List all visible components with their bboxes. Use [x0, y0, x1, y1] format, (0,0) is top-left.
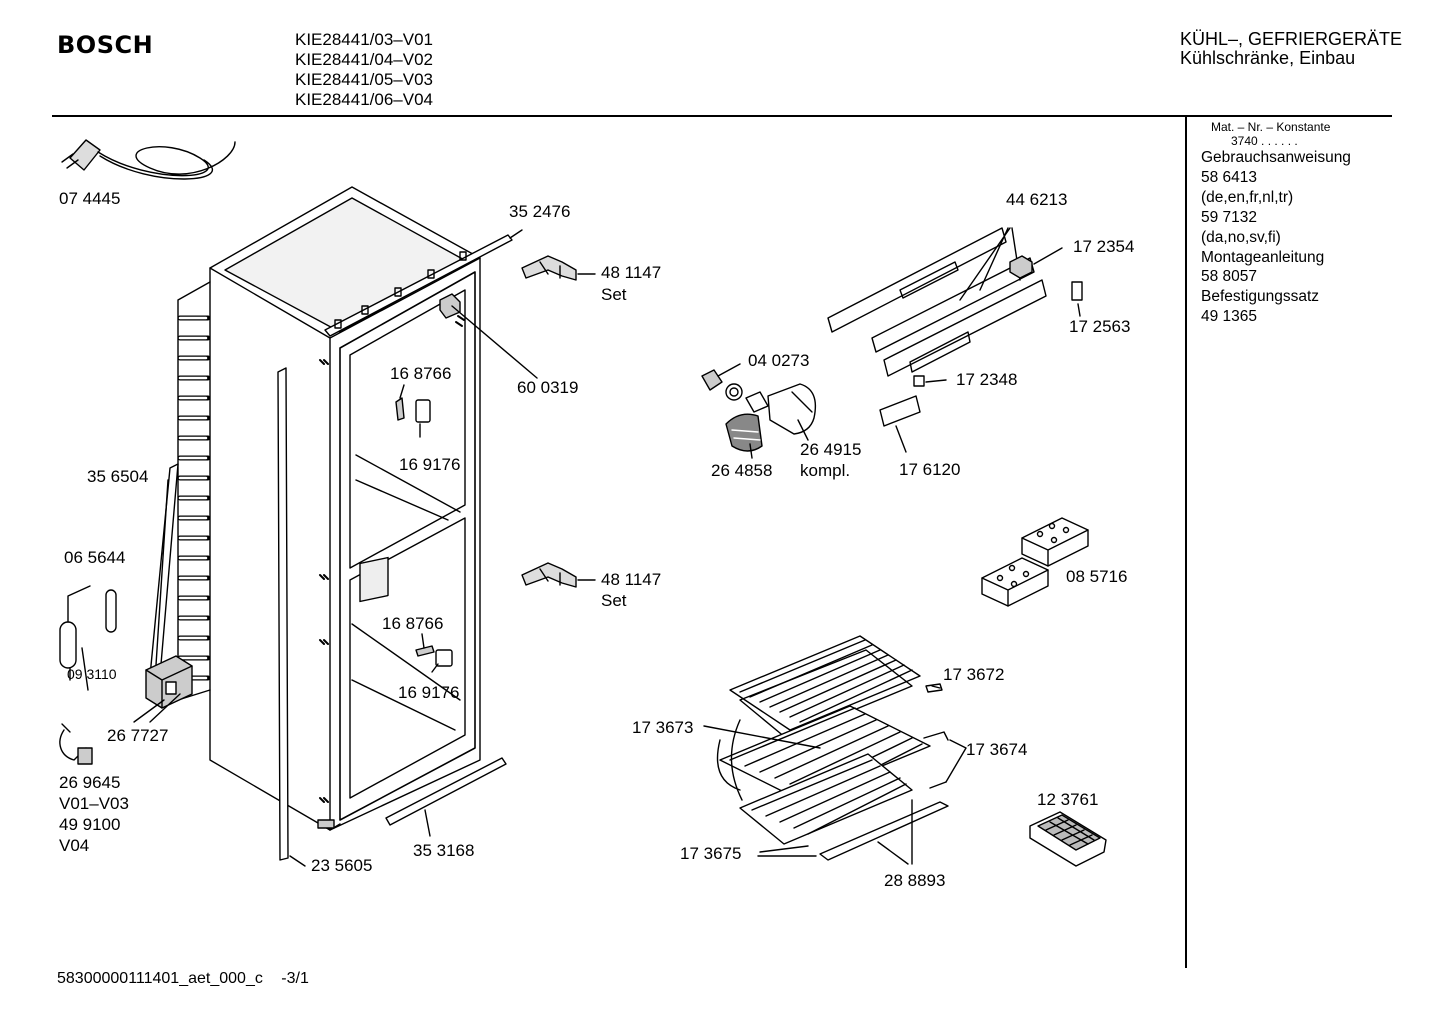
part-label: 17 2348 [956, 370, 1018, 389]
part-label: 35 6504 [87, 467, 149, 486]
evaporator-drawing [716, 635, 949, 861]
part-label: 26 7727 [107, 726, 169, 745]
part-label: 16 8766 [382, 614, 444, 633]
ice-pack-drawing [981, 517, 1089, 607]
part-label: 26 4858 [711, 461, 773, 480]
leader-lines [703, 685, 967, 865]
part-label-group: 26 9645 V01–V03 49 9100 V04 [59, 772, 129, 856]
sidebar-line: 58 8057 [1201, 268, 1258, 286]
part-label: Set [601, 591, 627, 610]
category-line-2: Kühlschränke, Einbau [1180, 48, 1356, 68]
page-number: -3/1 [281, 970, 309, 987]
side-strip-drawing [277, 367, 306, 867]
part-label: 12 3761 [1037, 790, 1099, 809]
category-title: KÜHL–, GEFRIERGERÄTE Kühlschränke, Einba… [1180, 30, 1402, 68]
door-seal-drawing [149, 463, 179, 677]
document-id: 58300000111401_aet_000_c [57, 970, 263, 987]
model-item: KIE28441/04–V02 [295, 50, 434, 69]
part-label: 35 3168 [413, 841, 475, 860]
part-label: 44 6213 [1006, 190, 1068, 209]
part-label: 49 9100 [59, 815, 121, 834]
part-label: 35 2476 [509, 202, 571, 221]
part-label: 26 4915 [800, 440, 862, 459]
part-label: 23 5605 [311, 856, 373, 875]
model-item: KIE28441/05–V03 [295, 70, 434, 89]
part-label: V04 [59, 836, 90, 855]
footer: 58300000111401_aet_000_c -3/1 [57, 970, 309, 988]
sidebar-divider [1185, 117, 1187, 968]
ice-tray-drawing [1029, 811, 1107, 867]
sidebar-line: 49 1365 [1201, 308, 1258, 326]
power-cord-drawing [61, 139, 236, 180]
hinge-upper-drawing [521, 255, 596, 281]
sidebar-info: Mat. – Nr. – Konstante 3740 . . . . . . … [1201, 120, 1351, 327]
part-label: 04 0273 [748, 351, 810, 370]
sidebar-line: Befestigungssatz [1201, 288, 1320, 306]
bottom-strip-drawing [385, 757, 507, 837]
part-label: 26 9645 [59, 773, 121, 792]
capacitor-drawing [59, 585, 117, 691]
wire-harness-drawing [59, 723, 93, 765]
hinge-lower-drawing [521, 562, 596, 588]
part-label: 48 1147 [601, 570, 662, 589]
model-item: KIE28441/03–V01 [295, 30, 434, 49]
cover-parts-drawing [879, 375, 947, 453]
part-label: 09 3110 [67, 666, 117, 682]
cabinet-drawing [209, 186, 481, 831]
clips-upper-drawing [395, 384, 431, 438]
sidebar-line: (de,en,fr,nl,tr) [1201, 188, 1294, 206]
part-label: 08 5716 [1066, 567, 1128, 586]
part-label: 07 4445 [59, 189, 121, 208]
switch-drawing [439, 293, 538, 379]
part-label: 06 5644 [64, 548, 126, 567]
part-label: 17 2563 [1069, 317, 1131, 336]
model-list: KIE28441/03–V01 KIE28441/04–V02 KIE28441… [295, 30, 433, 110]
sidebar-line: 59 7132 [1201, 208, 1258, 226]
top-rail-drawing [324, 229, 523, 337]
part-label: 16 9176 [399, 455, 461, 474]
part-label: 60 0319 [517, 378, 579, 397]
part-label: 16 9176 [398, 683, 460, 702]
part-label: 48 1147 [601, 263, 662, 282]
condenser-drawing [177, 281, 211, 701]
part-label: 17 3674 [966, 740, 1028, 759]
part-label: 16 8766 [390, 364, 452, 383]
sidebar-line: 58 6413 [1201, 168, 1258, 186]
part-label: 17 3672 [943, 665, 1005, 684]
light-assembly-drawing [701, 363, 817, 459]
part-label: 28 8893 [884, 871, 946, 890]
part-label: 17 2354 [1073, 237, 1135, 256]
part-label: 17 6120 [899, 460, 961, 479]
part-label: 17 3675 [680, 844, 742, 863]
sidebar-line: Montageanleitung [1201, 248, 1325, 266]
model-item: KIE28441/06–V04 [295, 90, 434, 109]
brand-logo: BOSCH [57, 31, 154, 59]
constant-value: 3740 . . . . . . [1231, 134, 1298, 148]
part-label: Set [601, 285, 627, 304]
clips-lower-drawing [415, 633, 453, 673]
clip-172354-drawing [1009, 247, 1063, 279]
sidebar-line: (da,no,sv,fi) [1201, 228, 1281, 246]
category-line-1: KÜHL–, GEFRIERGERÄTE [1180, 29, 1403, 49]
part-label: kompl. [800, 461, 851, 480]
clip-172563-drawing [1071, 281, 1083, 317]
constant-label: Mat. – Nr. – Konstante [1211, 120, 1331, 134]
sidebar-line: Gebrauchsanweisung [1201, 149, 1351, 166]
part-label: 17 3673 [632, 718, 694, 737]
rails-drawing [827, 227, 1047, 377]
relay-drawing [133, 655, 193, 723]
header-divider [52, 115, 1392, 117]
part-label: V01–V03 [59, 794, 129, 813]
